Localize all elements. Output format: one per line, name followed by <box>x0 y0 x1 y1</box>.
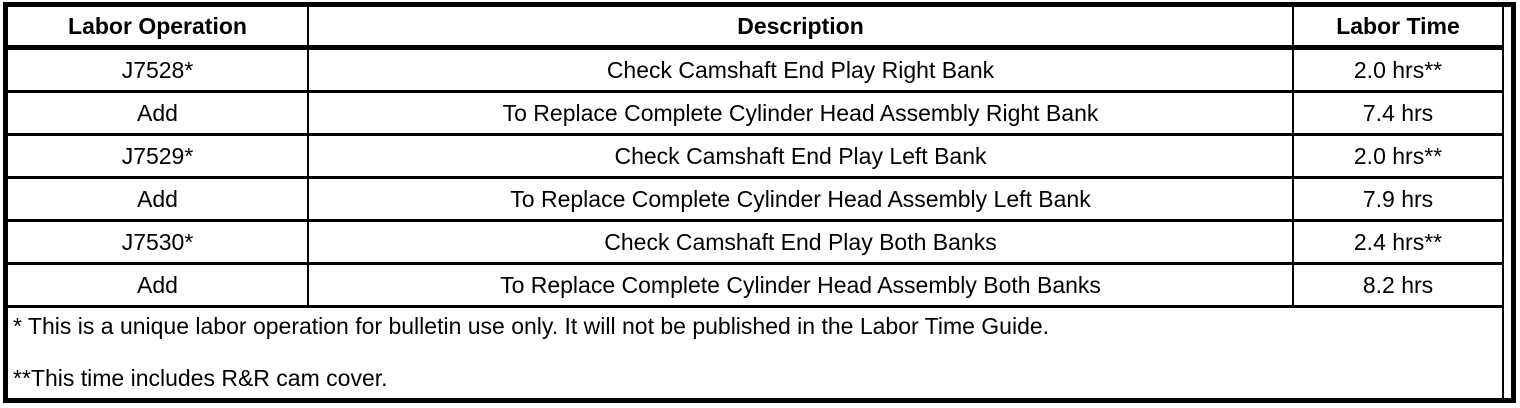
labor-operation-cell: Add <box>8 263 309 308</box>
description-cell: Check Camshaft End Play Right Bank <box>308 47 1294 93</box>
labor-time-cell: 7.9 hrs <box>1293 177 1503 222</box>
labor-time-table: Labor Operation Description Labor Time J… <box>8 7 1504 398</box>
labor-time-cell: 2.0 hrs** <box>1293 134 1503 179</box>
description-cell: Check Camshaft End Play Left Bank <box>308 134 1294 179</box>
footnote-row: * This is a unique labor operation for b… <box>8 307 1503 399</box>
labor-time-cell: 8.2 hrs <box>1293 263 1503 308</box>
table-row: Add To Replace Complete Cylinder Head As… <box>8 263 1503 308</box>
labor-time-cell: 2.0 hrs** <box>1293 47 1503 93</box>
labor-operation-cell: J7529* <box>8 134 309 179</box>
description-cell: To Replace Complete Cylinder Head Assemb… <box>308 91 1294 136</box>
table-row: J7529* Check Camshaft End Play Left Bank… <box>8 134 1503 179</box>
column-header-description: Description <box>308 7 1294 50</box>
header-row: Labor Operation Description Labor Time <box>8 7 1503 50</box>
column-header-labor-operation: Labor Operation <box>8 7 309 50</box>
footnote-area: * This is a unique labor operation for b… <box>8 307 1503 399</box>
labor-time-cell: 2.4 hrs** <box>1293 220 1503 265</box>
footnote-unique-labor-operation: * This is a unique labor operation for b… <box>13 313 1050 339</box>
labor-operation-cell: J7528* <box>8 47 309 93</box>
description-cell: To Replace Complete Cylinder Head Assemb… <box>308 263 1294 308</box>
column-header-labor-time: Labor Time <box>1293 7 1503 50</box>
description-cell: To Replace Complete Cylinder Head Assemb… <box>308 177 1294 222</box>
labor-operation-cell: Add <box>8 177 309 222</box>
table-row: Add To Replace Complete Cylinder Head As… <box>8 177 1503 222</box>
table-row: Add To Replace Complete Cylinder Head As… <box>8 91 1503 136</box>
description-cell: Check Camshaft End Play Both Banks <box>308 220 1294 265</box>
table-row: J7530* Check Camshaft End Play Both Bank… <box>8 220 1503 265</box>
document-frame: Labor Operation Description Labor Time J… <box>3 2 1516 403</box>
table-row: J7528* Check Camshaft End Play Right Ban… <box>8 47 1503 93</box>
footnote-time-includes: **This time includes R&R cam cover. <box>13 365 388 391</box>
labor-time-cell: 7.4 hrs <box>1293 91 1503 136</box>
labor-operation-cell: Add <box>8 91 309 136</box>
labor-operation-cell: J7530* <box>8 220 309 265</box>
